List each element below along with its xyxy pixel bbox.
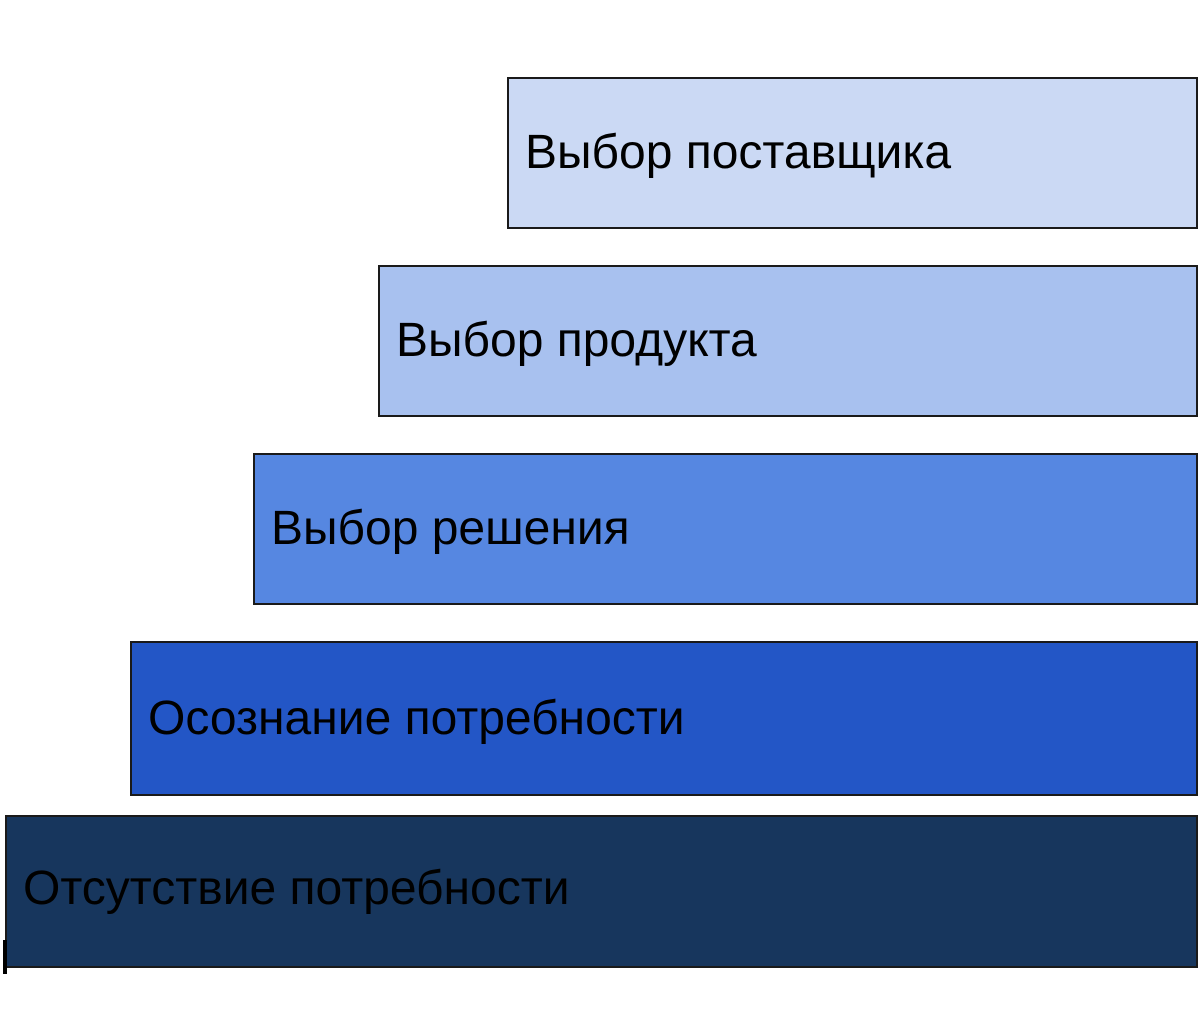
step-product-choice: Выбор продукта [378,265,1198,417]
step-label: Осознание потребности [148,691,685,745]
step-solution-choice: Выбор решения [253,453,1198,605]
step-need-awareness: Осознание потребности [130,641,1198,796]
step-label: Отсутствие потребности [23,861,570,915]
text-cursor-mark [3,940,7,974]
step-label: Выбор поставщика [525,126,952,179]
step-label: Выбор решения [271,502,630,555]
step-label: Выбор продукта [396,314,757,367]
step-no-need: Отсутствие потребности [5,815,1198,968]
step-supplier-choice: Выбор поставщика [507,77,1198,229]
